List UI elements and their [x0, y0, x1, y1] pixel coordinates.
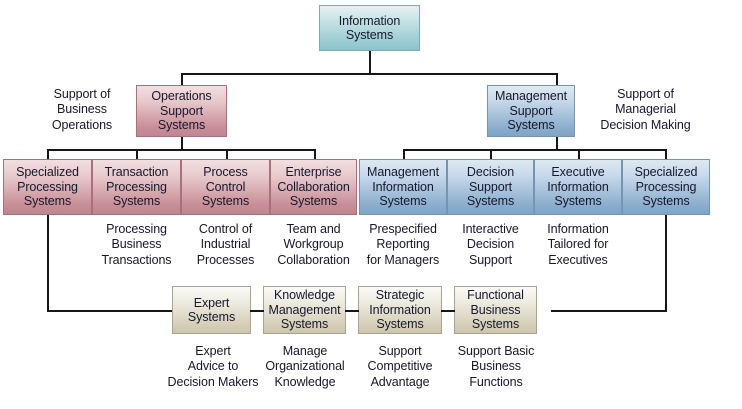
caption-transaction-processing-systems: Processing Business Transactions: [101, 222, 172, 267]
connector-ops-child-2: [136, 149, 138, 160]
connector-ops-child-3: [226, 149, 228, 160]
connector-dash-expert-knowledge: [250, 310, 264, 312]
connector-right-specialized-drop: [665, 160, 667, 312]
caption-support-of-business-operations: Support of Business Operations: [51, 87, 113, 132]
connector-mgmt-child-3: [578, 149, 580, 160]
connector-left-specialized-to-expert: [47, 310, 173, 312]
node-functional-business-systems[interactable]: Functional Business Systems: [454, 286, 537, 334]
connector-mgmt-child-2: [490, 149, 492, 160]
connector-right-specialized-to-functional: [551, 310, 667, 312]
node-operations-support-systems[interactable]: Operations Support Systems: [136, 85, 227, 137]
connector-dash-strategic-functional: [441, 310, 455, 312]
caption-executive-information-systems: Information Tailored for Executives: [547, 222, 609, 267]
node-management-support-systems[interactable]: Management Support Systems: [487, 85, 575, 137]
connector-left-specialized-drop: [47, 160, 49, 312]
connector-management-bus: [403, 149, 665, 151]
caption-management-information-systems: Prespecified Reporting for Managers: [366, 222, 440, 267]
node-information-systems[interactable]: Information Systems: [319, 5, 420, 51]
connector-operations-bus: [47, 149, 315, 151]
connector-management-stem: [556, 136, 558, 150]
caption-decision-support-systems: Interactive Decision Support: [462, 222, 519, 267]
connector-operations-stem: [181, 136, 183, 150]
node-specialized-processing-systems-right[interactable]: Specialized Processing Systems: [622, 159, 710, 215]
connector-root-horizontal: [181, 73, 557, 75]
caption-strategic-information-systems: Support Competitive Advantage: [367, 344, 433, 389]
caption-knowledge-management-systems: Manage Organizational Knowledge: [265, 344, 345, 389]
connector-ops-child-4: [314, 149, 316, 160]
connector-dash-knowledge-strategic: [345, 310, 359, 312]
node-enterprise-collaboration-systems[interactable]: Enterprise Collaboration Systems: [270, 159, 357, 215]
node-transaction-processing-systems[interactable]: Transaction Processing Systems: [92, 159, 181, 215]
caption-process-control-systems: Control of Industrial Processes: [196, 222, 255, 267]
connector-ops-child-1: [47, 149, 49, 160]
connector-mgmt-child-4: [665, 149, 667, 160]
node-decision-support-systems[interactable]: Decision Support Systems: [447, 159, 534, 215]
caption-support-of-managerial-decision-making: Support of Managerial Decision Making: [600, 87, 691, 132]
connector-to-operations-box: [181, 73, 183, 88]
node-executive-information-systems[interactable]: Executive Information Systems: [534, 159, 622, 215]
caption-enterprise-collaboration-systems: Team and Workgroup Collaboration: [277, 222, 350, 267]
node-specialized-processing-systems-left[interactable]: Specialized Processing Systems: [3, 159, 92, 215]
caption-functional-business-systems: Support Basic Business Functions: [457, 344, 535, 389]
node-expert-systems[interactable]: Expert Systems: [172, 286, 251, 334]
node-knowledge-management-systems[interactable]: Knowledge Management Systems: [263, 286, 346, 334]
node-strategic-information-systems[interactable]: Strategic Information Systems: [358, 286, 442, 334]
connector-mgmt-child-1: [403, 149, 405, 160]
connector-root-stem: [369, 50, 371, 74]
connector-to-management-box: [556, 73, 558, 88]
caption-expert-systems: Expert Advice to Decision Makers: [167, 344, 259, 389]
node-management-information-systems[interactable]: Management Information Systems: [359, 159, 447, 215]
node-process-control-systems[interactable]: Process Control Systems: [181, 159, 270, 215]
